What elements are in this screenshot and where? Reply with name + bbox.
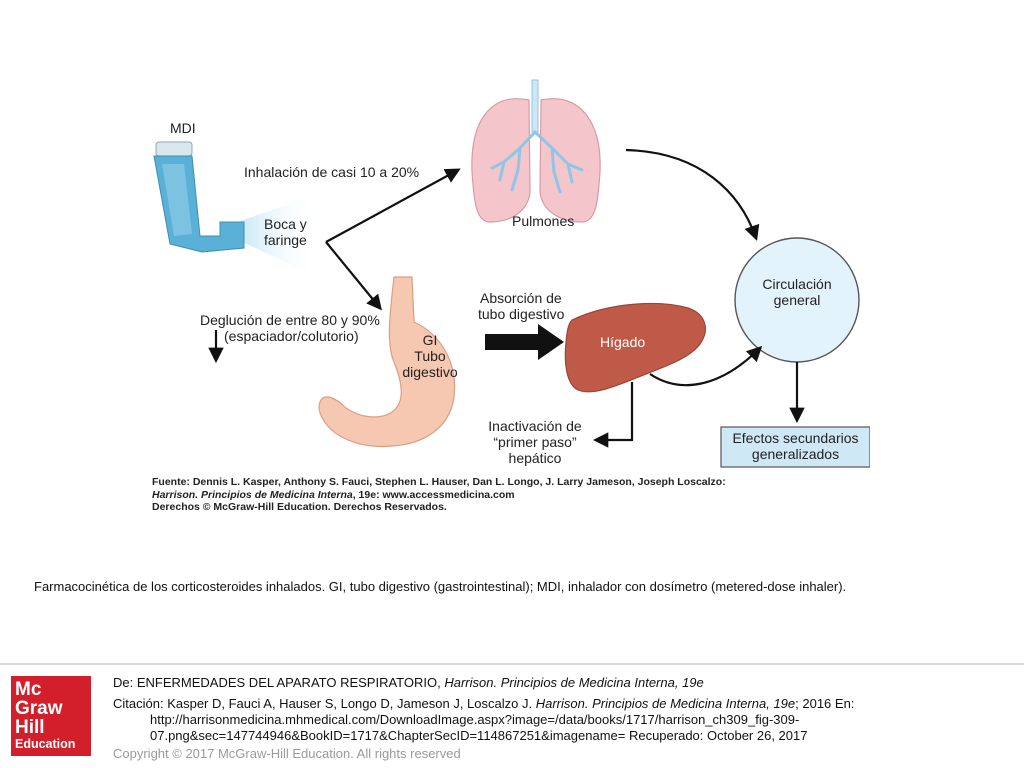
source-line3: Derechos © McGraw-Hill Education. Derech… [152,501,447,513]
logo-line4: Education [15,737,76,751]
figure-caption: Farmacocinética de los corticosteroides … [34,579,847,594]
liver-label: Hígado [600,334,646,350]
figure-artwork [153,79,870,468]
swallow-label-line1: Deglución de entre 80 y 90% [200,312,380,328]
liver-icon [564,302,706,393]
citation-from-book: Harrison. Principios de Medicina Interna… [444,675,704,690]
gi-label-line1: GI [422,332,438,348]
mouth-label-line2: faringe [264,232,307,248]
circulation-label-line1: Circulación [762,276,832,292]
source-line1: Fuente: Dennis L. Kasper, Anthony S. Fau… [152,476,726,488]
arrow-to-stomach [325,241,382,311]
stomach-icon [318,276,456,448]
figure-source: Fuente: Dennis L. Kasper, Anthony S. Fau… [152,476,726,514]
spray-cone [238,194,318,277]
logo-line3: Hill [15,717,45,738]
arrow-liver-to-circulation [649,345,763,387]
swallow-label-line2: (espaciador/colutorio) [224,328,359,344]
source-line2: Harrison. Principios de Medicina Interna… [152,489,726,502]
lungs-icon [471,79,601,223]
citation-url-line2[interactable]: 07.png&sec=147744946&BookID=1717&Chapter… [150,728,808,743]
footer-divider [0,663,1024,665]
logo-line2: Graw [15,698,63,719]
copyright-notice: Copyright © 2017 McGraw-Hill Education. … [113,746,461,761]
citation-separator: . [528,696,536,711]
inactivation-label-line1: Inactivación de [488,418,582,434]
mdi-label: MDI [170,120,196,136]
citation-text: Citación: Kasper D, Fauci A, Hauser S, L… [113,696,854,712]
side-effects-label-line1: Efectos secundarios [732,430,859,446]
absorption-arrow [485,324,564,360]
mouth-label-line1: Boca y [264,216,307,232]
citation-authors: Citación: Kasper D, Fauci A, Hauser S, L… [113,696,529,711]
citation-url-line1[interactable]: http://harrisonmedicina.mhmedical.com/Do… [150,712,800,727]
citation-block: De: ENFERMEDADES DEL APARATO RESPIRATORI… [113,675,854,744]
logo-line1: Mc [15,679,42,700]
side-effects-node [720,426,870,468]
arrow-lungs-to-circulation [625,148,760,241]
citation-from: De: ENFERMEDADES DEL APARATO RESPIRATORI… [113,675,854,691]
source-url: , 19e: www.accessmedicina.com [352,488,515,501]
source-book: Harrison. Principios de Medicina Interna [152,488,353,501]
arrow-to-lungs [325,168,461,243]
mcgraw-hill-logo: Mc Graw Hill Education [11,676,91,756]
pharmacokinetics-figure: MDI Inhalación de casi 10 a 20% Pulmones… [140,72,870,517]
inactivation-label-line3: hepático [508,450,562,466]
gi-label-line3: digestivo [402,364,458,380]
gi-label-line2: Tubo [414,348,446,364]
absorption-label-line1: Absorción de [480,290,562,306]
circulation-label-line2: general [773,292,821,308]
absorption-label-line2: tubo digestivo [478,306,565,322]
side-effects-label-line2: generalizados [751,446,840,462]
arrow-inactivation [592,382,634,448]
inactivation-label-line2: “primer paso” [493,434,577,450]
citation-book: Harrison. Principios de Medicina Interna… [535,696,796,711]
lungs-label: Pulmones [512,213,575,229]
citation-from-label: De: ENFERMEDADES DEL APARATO RESPIRATORI… [113,675,445,690]
citation-year: ; 2016 En: [795,696,855,711]
inhalation-label: Inhalación de casi 10 a 20% [244,164,420,180]
inhaler-icon [153,141,245,253]
